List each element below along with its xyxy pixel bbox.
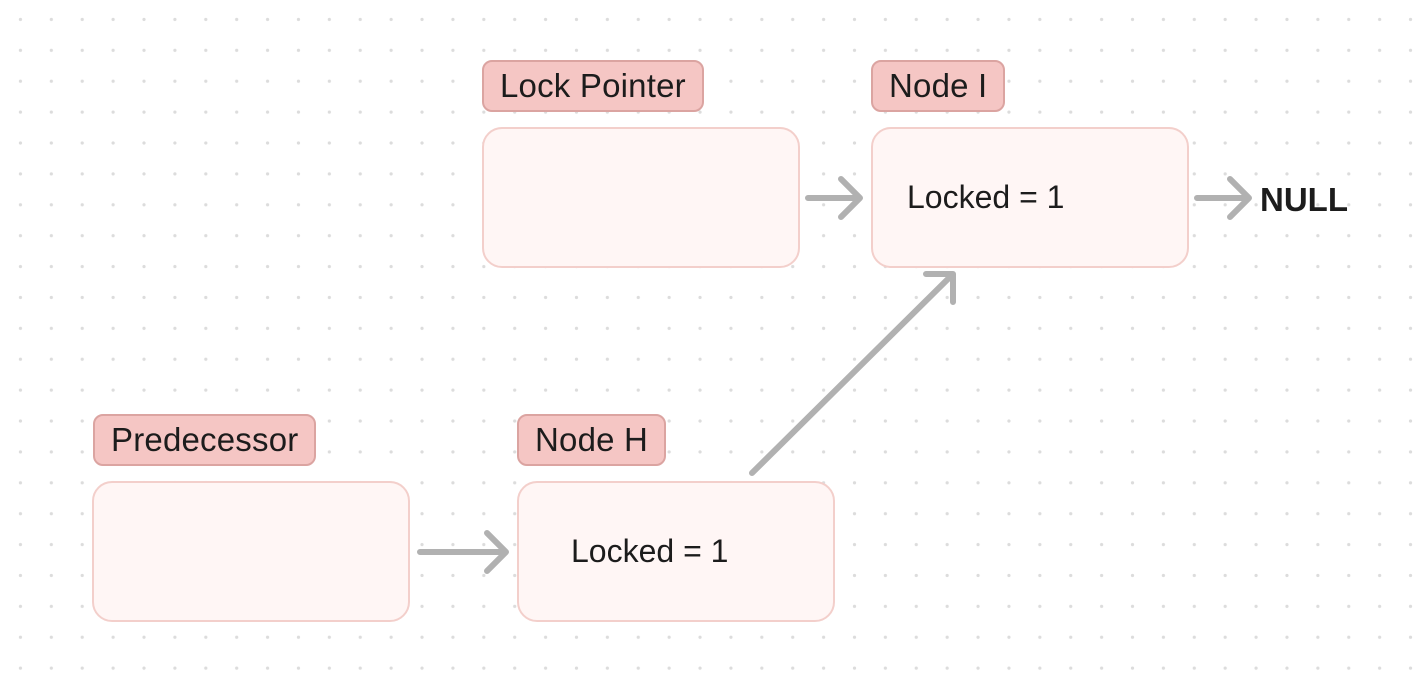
node-h-box: Locked = 1 [517,481,835,622]
arrow-node-h-to-node-i [749,271,956,476]
node-h-content: Locked = 1 [571,533,729,569]
node-i-box: Locked = 1 [871,127,1189,268]
node-i-tag: Node I [871,60,1006,112]
arrow-predecessor-to-node-h [417,530,509,574]
node-h-tag: Node H [517,414,667,466]
predecessor-tag: Predecessor [93,414,317,466]
node-i-content: Locked = 1 [907,179,1065,215]
predecessor-box [92,481,410,622]
arrow-node-i-to-null [1194,176,1252,220]
arrow-lock-pointer-to-node-i [805,176,863,220]
lock-pointer-tag: Lock Pointer [482,60,704,112]
lock-pointer-box [482,127,800,268]
null-label: NULL [1260,181,1348,218]
